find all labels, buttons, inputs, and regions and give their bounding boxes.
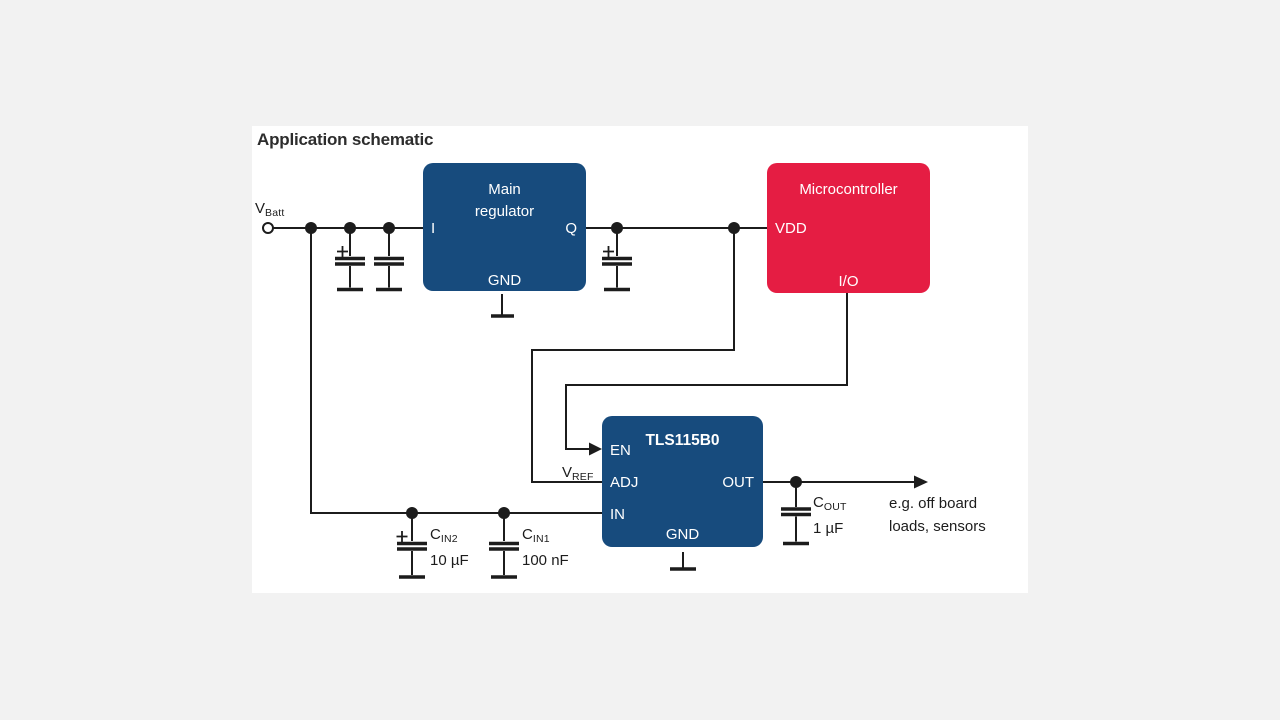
figure-title: Application schematic: [257, 130, 434, 149]
pin-adj: ADJ: [610, 474, 639, 491]
pin-out: OUT: [722, 474, 754, 491]
cin2-value: 10 µF: [430, 552, 469, 569]
pin-in: IN: [610, 506, 625, 523]
cin1-label: CIN1 100 nF: [522, 526, 569, 569]
wiring-layer: [262, 222, 928, 579]
junction-dot: [383, 222, 395, 234]
cin2-label: CIN2 10 µF: [430, 526, 469, 569]
ground-symbol-regulator: [491, 294, 514, 318]
junction-dot: [344, 222, 356, 234]
cout-value: 1 µF: [813, 520, 844, 537]
pin-en: EN: [610, 442, 631, 459]
out-arrowhead-icon: [914, 475, 928, 489]
junction-dot: [498, 507, 510, 519]
junction-dot: [611, 222, 623, 234]
ground-symbol-tls: [670, 552, 696, 571]
en-arrowhead-icon: [589, 442, 602, 456]
block-title: Microcontroller: [799, 181, 898, 198]
wire-io-to-en: [565, 293, 848, 450]
capacitor-regulator-output: [602, 228, 632, 292]
pin-gnd: GND: [665, 526, 700, 543]
capacitor-cin2: [396, 513, 427, 579]
polarity-plus-icon: [603, 246, 614, 257]
pin-i: I: [431, 220, 436, 237]
pin-io: I/O: [838, 273, 859, 290]
junction-dot: [305, 222, 317, 234]
cin1-value: 100 nF: [522, 552, 569, 569]
pin-vdd: VDD: [775, 220, 807, 237]
pin-gnd: GND: [487, 272, 522, 289]
vbatt-terminal-icon: [262, 222, 274, 234]
junction-dot: [406, 507, 418, 519]
block-main-regulator: Main regulator I Q GND: [423, 163, 586, 291]
output-annotation: e.g. off board loads, sensors: [889, 495, 986, 535]
schematic-canvas: Application schematic: [252, 126, 1028, 593]
block-title: Main regulator: [474, 181, 535, 220]
junction-dot: [790, 476, 802, 488]
vref-label: VREF: [562, 464, 594, 483]
capacitor-cout: [781, 482, 811, 546]
capacitor-cin1: [489, 513, 519, 579]
block-microcontroller: Microcontroller VDD I/O: [767, 163, 930, 293]
block-title: TLS115B0: [645, 432, 720, 449]
block-tls115b0: TLS115B0 EN ADJ IN OUT GND: [602, 416, 763, 547]
capacitor-input-ceramic: [374, 228, 404, 292]
wire-vdd-to-adj: [531, 228, 735, 483]
polarity-plus-icon: [396, 531, 408, 542]
cout-label: COUT 1 µF: [813, 494, 847, 537]
pin-q: Q: [565, 220, 577, 237]
vbatt-label: VBatt: [255, 200, 285, 219]
capacitor-input-electrolytic: [335, 228, 365, 292]
polarity-plus-icon: [337, 246, 348, 257]
junction-dot: [728, 222, 740, 234]
